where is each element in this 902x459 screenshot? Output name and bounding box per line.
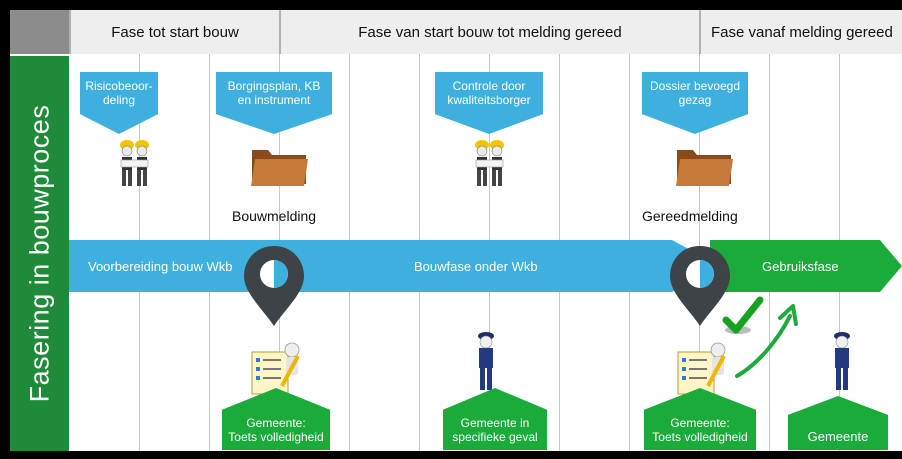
callout-line: gezag (678, 93, 712, 107)
police-officer-icon (834, 332, 850, 390)
callout-line: Gemeente (807, 429, 869, 444)
callout-line: Toets volledigheid (228, 430, 324, 444)
phase-header-3-label: Fase vanaf melding gereed (711, 23, 893, 41)
phase-header-1-label: Fase tot start bouw (111, 23, 239, 41)
checklist-icon (677, 342, 726, 395)
workers-icon (475, 140, 504, 186)
header-corner (10, 10, 69, 54)
band-voorbereiding: Voorbereiding bouw Wkb (88, 259, 233, 274)
band-gebruiksfase: Gebruiksfase (762, 259, 839, 274)
callout-gemeente-toets-2: Gemeente:Toets volledigheid (644, 388, 756, 450)
callout-line: Gemeente: (670, 416, 730, 430)
folder-icon (676, 150, 733, 186)
band-blue (69, 240, 720, 292)
phase-header-2-label: Fase van start bouw tot melding gereed (358, 23, 622, 41)
callout-line: specifieke geval (452, 430, 538, 444)
side-bar (10, 56, 69, 451)
milestone-gereedmelding: Gereedmelding (642, 208, 738, 224)
callout-line: Controle door (452, 79, 526, 93)
workers-icon (120, 140, 149, 186)
callout-line: Risicobeoor- (85, 79, 153, 93)
band-bouwfase: Bouwfase onder Wkb (414, 259, 538, 274)
callout-line: Borgingsplan, KB (227, 79, 321, 93)
callout-line: Toets volledigheid (652, 430, 748, 444)
police-officer-icon (478, 332, 494, 390)
callout-line: kwaliteitsborger (447, 93, 531, 107)
milestone-bouwmelding: Bouwmelding (232, 208, 317, 224)
callout-line: Dossier bevoegd (649, 79, 741, 93)
phase-header-3: Fase vanaf melding gereed (699, 10, 902, 54)
callout-line: Gemeente in (460, 416, 530, 430)
band-green (710, 240, 902, 292)
phase-header-2: Fase van start bouw tot melding gereed (279, 10, 699, 54)
folder-icon (251, 150, 308, 186)
location-pin-icon (244, 246, 304, 326)
diagram-frame: Fase tot start bouw Fase van start bouw … (10, 10, 902, 451)
checklist-icon (251, 342, 300, 395)
up-arrow-icon (735, 304, 798, 378)
callout-line: Gemeente: (246, 416, 306, 430)
callout-line: deling (102, 93, 135, 107)
checkmark-icon (722, 296, 764, 334)
callout-line: en instrument (237, 93, 311, 107)
phase-header-1: Fase tot start bouw (69, 10, 279, 54)
location-pin-icon (670, 246, 730, 326)
diagram-graphics (69, 140, 902, 395)
